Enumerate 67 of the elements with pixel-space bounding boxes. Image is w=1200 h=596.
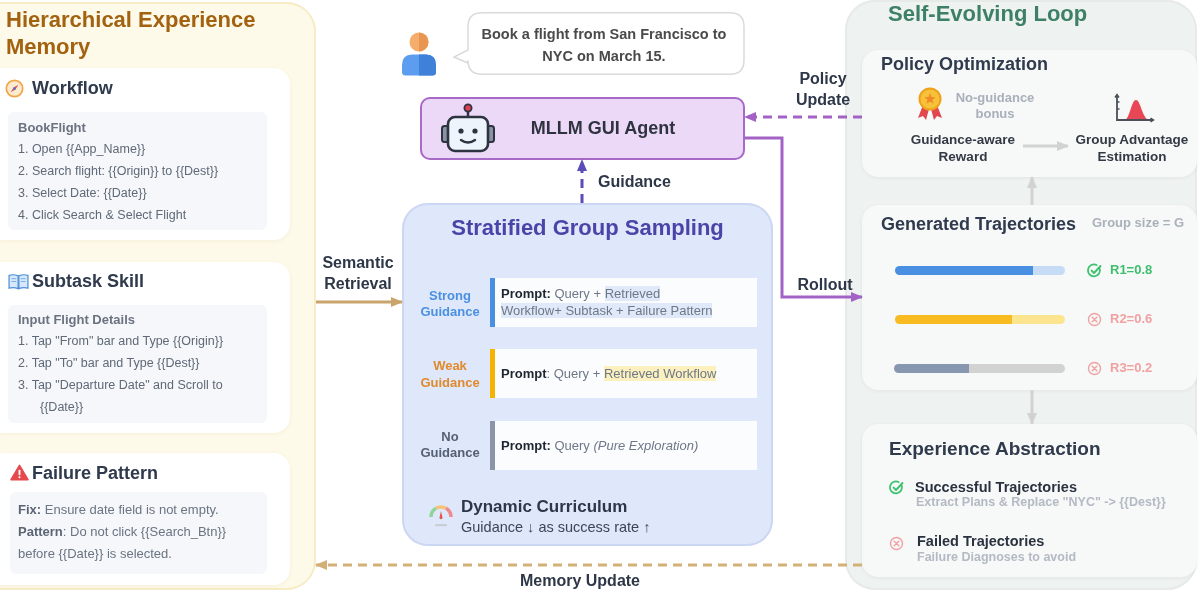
list-item: 2. Tap "To" bar and Type {{Dest}} (18, 355, 200, 372)
panel-title: Hierarchical Experience Memory (6, 6, 257, 60)
group-size-label: Group size = G (1092, 215, 1185, 231)
section-heading: Dynamic Curriculum (461, 496, 628, 517)
list-item: 1. Open {{App_Name}} (18, 141, 146, 158)
edge-label: Semantic Retrieval (321, 253, 395, 294)
step-label: Group Advantage Estimation (1068, 130, 1196, 166)
speech-bubble (453, 12, 745, 75)
prompt-text: Prompt: Query (Pure Exploration) (501, 437, 699, 454)
agent-box (420, 97, 745, 160)
card-heading: Subtask Skill (32, 270, 145, 292)
step-label: Guidance-aware Reward (903, 130, 1023, 166)
note-text: Pattern: Do not click {{Search_Btn}} before {{Date}} is selected. (18, 523, 228, 563)
stage-card (862, 424, 1197, 577)
memory-card (0, 453, 290, 585)
agent-label: MLLM GUI Agent (530, 117, 676, 139)
caption-text: Guidance ↓ as success rate ↑ (461, 518, 651, 537)
score-label: R2=0.6 (1110, 311, 1153, 327)
speech-text: Book a flight from San Francisco to NYC on March 15. (480, 25, 728, 66)
card-heading: Failure Pattern (32, 462, 159, 484)
guidance-label: Strong Guidance (419, 288, 481, 320)
panel-title: Stratified Group Sampling (451, 214, 724, 242)
arrow (1023, 141, 1069, 151)
dashed-arrow (315, 560, 862, 570)
note-text: Fix: Ensure date field is not empty. (18, 501, 219, 519)
list-item: 4. Click Search & Select Flight (18, 207, 187, 224)
arrow (745, 136, 863, 302)
prompt-box (490, 421, 757, 470)
list-item: 3. Select Date: {{Date}} (18, 185, 147, 202)
prompt-box (490, 278, 757, 327)
card-heading: Policy Optimization (881, 53, 1049, 75)
guidance-label: No Guidance (419, 429, 481, 461)
score-label: R3=0.2 (1110, 360, 1153, 376)
item-description: Failure Diagnoses to avoid (917, 549, 1077, 565)
item-heading: Failed Trajectories (917, 532, 1045, 550)
prompt-box (490, 349, 757, 398)
dashed-arrow (577, 159, 587, 203)
memory-card (0, 262, 290, 433)
score-label: R1=0.8 (1110, 262, 1153, 278)
edge-label: Guidance (598, 172, 671, 192)
item-description: Extract Plans & Replace "NYC" -> {{Dest}} (916, 495, 1166, 510)
list-item: 1. Tap "From" bar and Type {{Origin}} (18, 333, 224, 350)
guidance-label: Weak Guidance (419, 357, 481, 391)
arrow (1027, 390, 1037, 425)
list-item: 2. Search flight: {{Origin}} to {{Dest}} (18, 163, 219, 180)
card-heading: Generated Trajectories (881, 213, 1077, 235)
dashed-arrow (744, 112, 862, 122)
bonus-label: No-guidance bonus (954, 90, 1036, 122)
arrow (316, 297, 403, 307)
sampling-panel (402, 203, 773, 546)
list-item: 3. Tap "Departure Date" and Scroll to {{Date}} (18, 377, 224, 416)
stage-card (862, 50, 1197, 177)
list-heading: Input Flight Details (18, 312, 135, 328)
prompt-text: Prompt: Query + Retrieved Workflow+ Subtask + Failure Pattern (501, 285, 714, 319)
arrow (1027, 176, 1037, 205)
item-heading: Successful Trajectories (915, 478, 1077, 496)
memory-panel (0, 2, 316, 590)
card-heading: Workflow (32, 77, 113, 99)
edge-label: Rollout (797, 275, 853, 295)
edge-label: Memory Update (520, 571, 640, 591)
stage-card (862, 205, 1197, 390)
memory-card (0, 68, 290, 240)
card-heading: Experience Abstraction (889, 437, 1101, 461)
list-heading: BookFlight (18, 120, 86, 136)
panel-title: Self-Evolving Loop (888, 1, 1088, 27)
edge-label: Policy Update (794, 69, 852, 110)
prompt-text: Prompt: Query + Retrieved Workflow (501, 365, 717, 382)
